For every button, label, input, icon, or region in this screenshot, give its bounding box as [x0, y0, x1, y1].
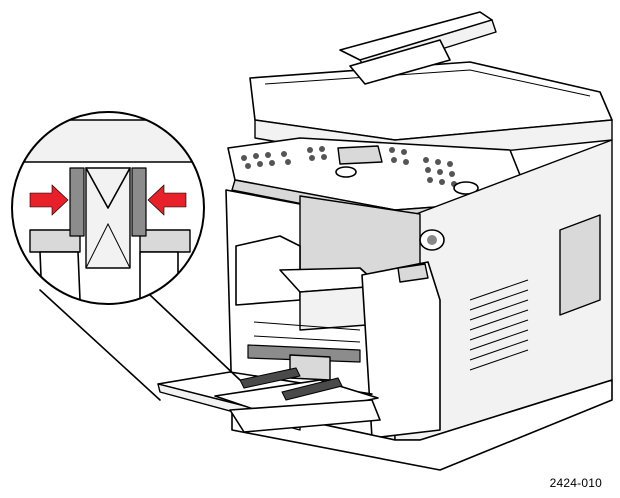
printer-icon: [225, 11, 613, 471]
inset-magnifier: [11, 111, 205, 305]
figure-number-label: 2424-010: [549, 476, 602, 490]
envelope-icon: [85, 167, 131, 269]
manual-feed-tray: [157, 367, 381, 433]
paper-guide-arrow-icon: [29, 184, 187, 216]
magnifier-callout-icon: [39, 289, 241, 401]
